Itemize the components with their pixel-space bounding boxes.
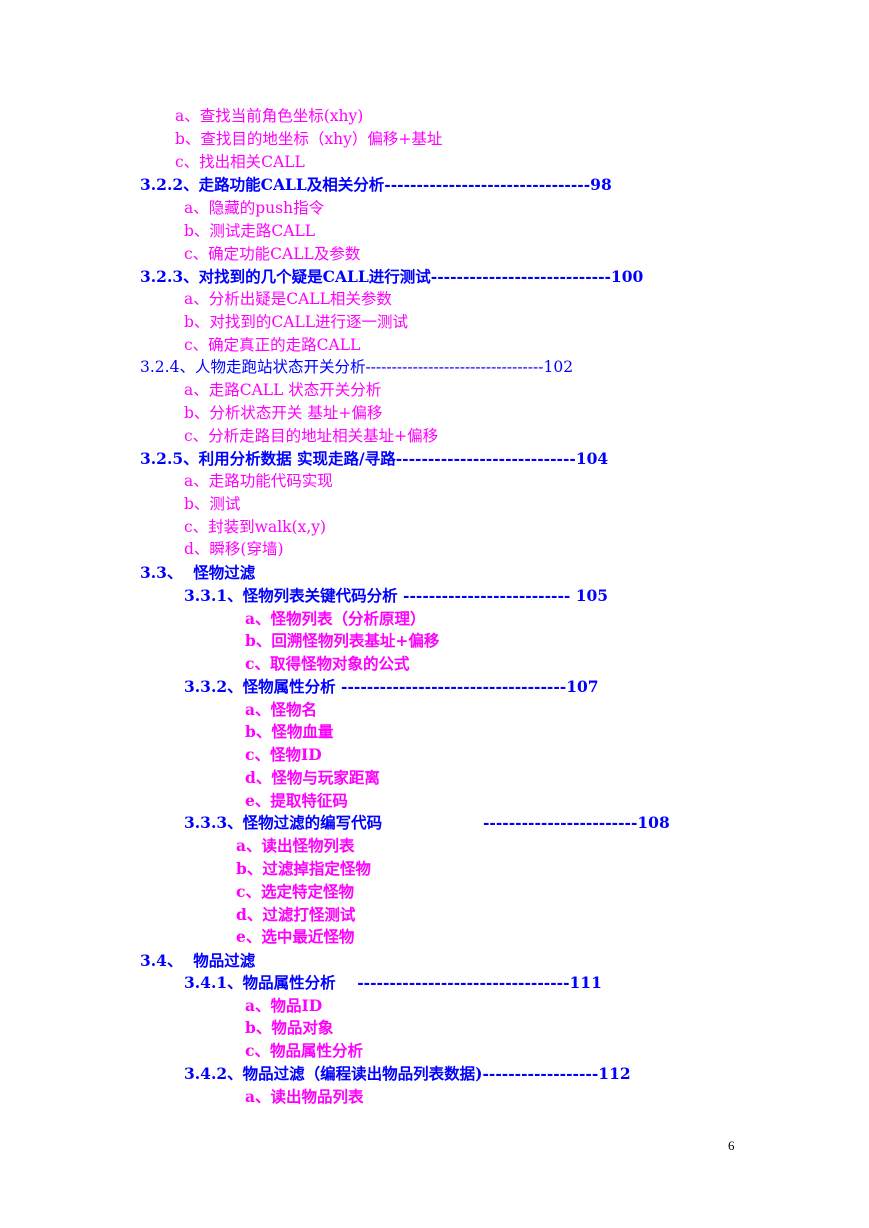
toc-entry: c、选定特定怪物 [236,882,354,901]
toc-entry: 3.3、 怪物过滤 [140,563,256,582]
toc-entry: a、怪物名 [245,700,318,719]
toc-entry: a、读出怪物列表 [236,836,355,855]
toc-entry: d、过滤打怪测试 [236,905,356,924]
toc-entry: 3.2.5、利用分析数据 实现走路/寻路--------------------… [140,449,609,468]
toc-entry: a、隐藏的push指令 [184,199,325,217]
toc-entry: c、找出相关CALL [175,153,305,171]
toc-entry: c、物品属性分析 [245,1041,363,1060]
page-number: 6 [728,1138,735,1153]
toc-entry: 3.2.3、对找到的几个疑是CALL进行测试------------------… [140,267,644,286]
toc-entry: b、查找目的地坐标（xhy）偏移+基址 [175,130,443,148]
toc-entry: c、怪物ID [245,745,322,764]
toc-entry: b、测试 [184,495,241,513]
toc-entry: b、怪物血量 [245,722,334,741]
toc-entry: a、查找当前角色坐标(xhy) [175,107,364,125]
toc-entry: b、物品对象 [245,1018,334,1037]
toc-entry: a、读出物品列表 [245,1087,364,1106]
toc-entry: e、提取特征码 [245,791,348,810]
toc-entry: b、测试走路CALL [184,222,316,240]
toc-entry: b、对找到的CALL进行逐一测试 [184,313,409,331]
toc-entry: a、物品ID [245,996,323,1015]
toc-entry: a、走路功能代码实现 [184,472,333,490]
toc-entry: 3.4、 物品过滤 [140,951,256,970]
toc-entry: b、过滤掉指定怪物 [236,859,371,878]
toc-entry: 3.4.1、物品属性分析 ---------------------------… [184,973,602,992]
toc-entry: a、怪物列表（分析原理） [245,609,426,628]
toc-entry: a、分析出疑是CALL相关参数 [184,290,392,308]
toc-entry: b、分析状态开关 基址+偏移 [184,404,383,422]
toc-entry: 3.2.2、走路功能CALL及相关分析---------------------… [140,175,612,194]
toc-entry: 3.3.2、怪物属性分析 ---------------------------… [184,677,599,696]
toc-entry: c、取得怪物对象的公式 [245,654,410,673]
toc-entry: c、分析走路目的地址相关基址+偏移 [184,427,439,445]
toc-entry: b、回溯怪物列表基址+偏移 [245,631,440,650]
toc-entry: 3.3.3、怪物过滤的编写代码 [184,813,383,832]
toc-entry: c、确定功能CALL及参数 [184,245,361,263]
toc-entry: d、瞬移(穿墙) [184,540,284,558]
toc-entry: c、确定真正的走路CALL [184,336,361,354]
toc-entry: 3.3.1、怪物列表关键代码分析 -----------------------… [184,586,609,605]
toc-entry: e、选中最近怪物 [236,927,355,946]
toc-leader-3-3-3: ------------------------108 [483,813,670,832]
toc-entry: a、走路CALL 状态开关分析 [184,381,382,399]
toc-entry: 3.2.4、人物走跑站状态开关分析-----------------------… [140,358,574,376]
toc-entry: d、怪物与玩家距离 [245,768,380,787]
toc-entry: c、封装到walk(x,y) [184,518,327,536]
toc-entry: 3.4.2、物品过滤（编程读出物品列表数据)------------------… [184,1064,631,1083]
